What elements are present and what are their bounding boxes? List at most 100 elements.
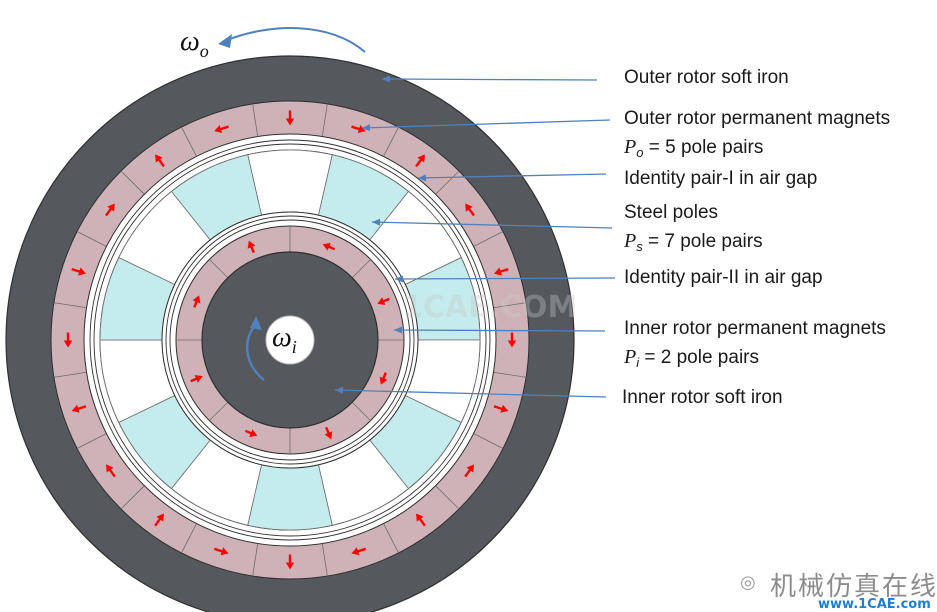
outer-magnet-arrow-head xyxy=(285,118,295,126)
outer-magnet-arrow-head xyxy=(156,513,164,522)
outer-magnet-boundary xyxy=(321,543,328,577)
inner-magnet-arrow xyxy=(244,429,258,438)
inner-magnet-arrow xyxy=(322,242,336,251)
outer-magnet-arrow-head xyxy=(351,547,360,556)
outer-magnet-boundary xyxy=(493,371,527,378)
inner-magnet-arrow xyxy=(324,426,333,440)
outer-magnet-arrow xyxy=(213,547,229,556)
outer-magnet-boundary xyxy=(120,485,145,510)
outer-magnet-arrow xyxy=(285,110,295,126)
identity-pair-1-line-a xyxy=(89,139,491,541)
shaft xyxy=(265,315,315,365)
center-watermark: 1CAE.COM xyxy=(402,290,578,325)
inner-omega-symbol: ωi xyxy=(272,322,297,357)
outer-magnet-arrow-head xyxy=(214,125,223,134)
outer-magnet-arrow xyxy=(105,464,116,478)
inner-magnet-arrow-head xyxy=(194,374,203,383)
outer-magnet-arrow xyxy=(63,332,73,348)
outer-magnet-boundary xyxy=(53,302,87,309)
leader-identity-2-head xyxy=(395,275,404,283)
outer-magnet-arrow-head xyxy=(507,340,517,348)
outer-magnet-arrow xyxy=(155,154,165,168)
inner-magnet-boundary xyxy=(351,401,371,421)
outer-magnet-boundary xyxy=(76,231,107,247)
outer-magnet-boundary xyxy=(473,231,504,247)
outer-magnet-arrow xyxy=(71,267,86,276)
inner-magnet-arrow xyxy=(192,295,201,308)
outer-magnet-arrow xyxy=(507,332,517,348)
outer-magnet-arrow-head xyxy=(155,154,163,163)
leader-identity-1 xyxy=(417,173,607,179)
wechat-icon: ◎ xyxy=(740,572,756,593)
outer-magnet-arrow-head xyxy=(494,267,502,276)
outer-magnet-arrow xyxy=(71,404,87,413)
url-watermark: www.1CAE.com xyxy=(818,597,931,612)
leader-inner-iron xyxy=(334,389,607,398)
outer-magnet-arrow-head xyxy=(285,562,295,570)
outer-omega-symbol: ωo xyxy=(180,26,209,61)
outer-magnet-arrow-head xyxy=(500,404,509,413)
outer-magnet-arrow-head xyxy=(105,464,114,473)
inner-magnet-arrow-head xyxy=(379,376,388,385)
label-inner-rotor-soft-iron: Inner rotor soft iron xyxy=(622,387,783,408)
identity-pair-1-line-b xyxy=(93,143,487,537)
inner-magnet-arrow-head xyxy=(377,297,386,306)
outer-magnet-boundary xyxy=(252,103,259,137)
outer-magnet-arrow-head xyxy=(417,154,425,163)
steel-pole xyxy=(247,464,333,531)
outer-rotation-arrowhead xyxy=(218,34,232,48)
inner-magnet-arrow xyxy=(377,297,390,306)
outer-magnet-boundary xyxy=(53,371,87,378)
brand-watermark: 机械仿真在线 xyxy=(770,572,937,602)
non-magnetic-segment xyxy=(247,149,333,216)
leader-lines xyxy=(334,75,616,398)
leader-outer-magnets-head xyxy=(362,124,371,132)
outer-magnet-arrow xyxy=(464,464,475,478)
outer-magnet-boundary xyxy=(76,433,107,449)
inner-magnet-arrow xyxy=(379,372,388,385)
label-outer-rotor-soft-iron: Outer rotor soft iron xyxy=(624,67,789,88)
leader-inner-magnets-head xyxy=(394,326,403,334)
inner-magnet-arrow-head xyxy=(192,295,201,304)
label-pi-pole-pairs: Pi = 2 pole pairs xyxy=(624,346,759,370)
leader-outer-magnets xyxy=(361,119,611,129)
label-identity-pair-2: Identity pair-II in air gap xyxy=(624,267,823,288)
outer-magnet-boundary xyxy=(473,433,504,449)
outer-magnet-arrow xyxy=(154,513,164,527)
outer-magnet-arrow xyxy=(465,203,475,217)
label-inner-rotor-magnets: Inner rotor permanent magnets xyxy=(624,318,886,339)
outer-magnet-boundary xyxy=(383,523,399,554)
leader-outer-iron-head xyxy=(382,75,391,83)
outer-magnet-boundary xyxy=(120,170,145,195)
label-outer-rotor-magnets: Outer rotor permanent magnets xyxy=(624,108,891,129)
outer-magnet-arrow xyxy=(493,404,509,413)
outer-magnet-arrow xyxy=(351,125,366,134)
outer-magnet-boundary xyxy=(435,485,460,510)
leader-inner-iron-head xyxy=(335,386,344,394)
leader-steel-poles-head xyxy=(372,218,381,226)
outer-magnet-arrow xyxy=(351,547,367,556)
outer-magnet-arrow-head xyxy=(220,547,229,556)
leader-identity-1-head xyxy=(418,174,427,182)
outer-magnet-arrow xyxy=(285,554,295,570)
outer-magnet-arrow-head xyxy=(416,513,424,522)
outer-magnet-arrow-head xyxy=(107,203,115,212)
label-po-pole-pairs: Po = 5 pole pairs xyxy=(624,136,764,160)
leader-identity-2 xyxy=(394,277,616,280)
outer-magnet-arrow-head xyxy=(71,404,80,413)
inner-magnet-arrow-head xyxy=(247,240,256,249)
identity-pair-2-line-a xyxy=(165,215,415,465)
outer-magnet-arrow-head xyxy=(78,267,86,276)
identity-pair-2-line-b xyxy=(169,219,411,461)
leader-steel-poles xyxy=(371,221,613,229)
outer-magnet-boundary xyxy=(252,543,259,577)
inner-magnet-arrow-head xyxy=(249,429,258,438)
inner-magnet-arrow-head xyxy=(324,431,333,440)
inner-magnet-boundary xyxy=(209,259,229,279)
outer-magnet-arrow-head xyxy=(465,203,473,212)
inner-rotation-arrowhead xyxy=(250,316,262,330)
outer-magnet-boundary xyxy=(321,103,328,137)
outer-magnet-arrow xyxy=(415,154,425,168)
outer-magnet-arrow-head xyxy=(466,464,475,473)
